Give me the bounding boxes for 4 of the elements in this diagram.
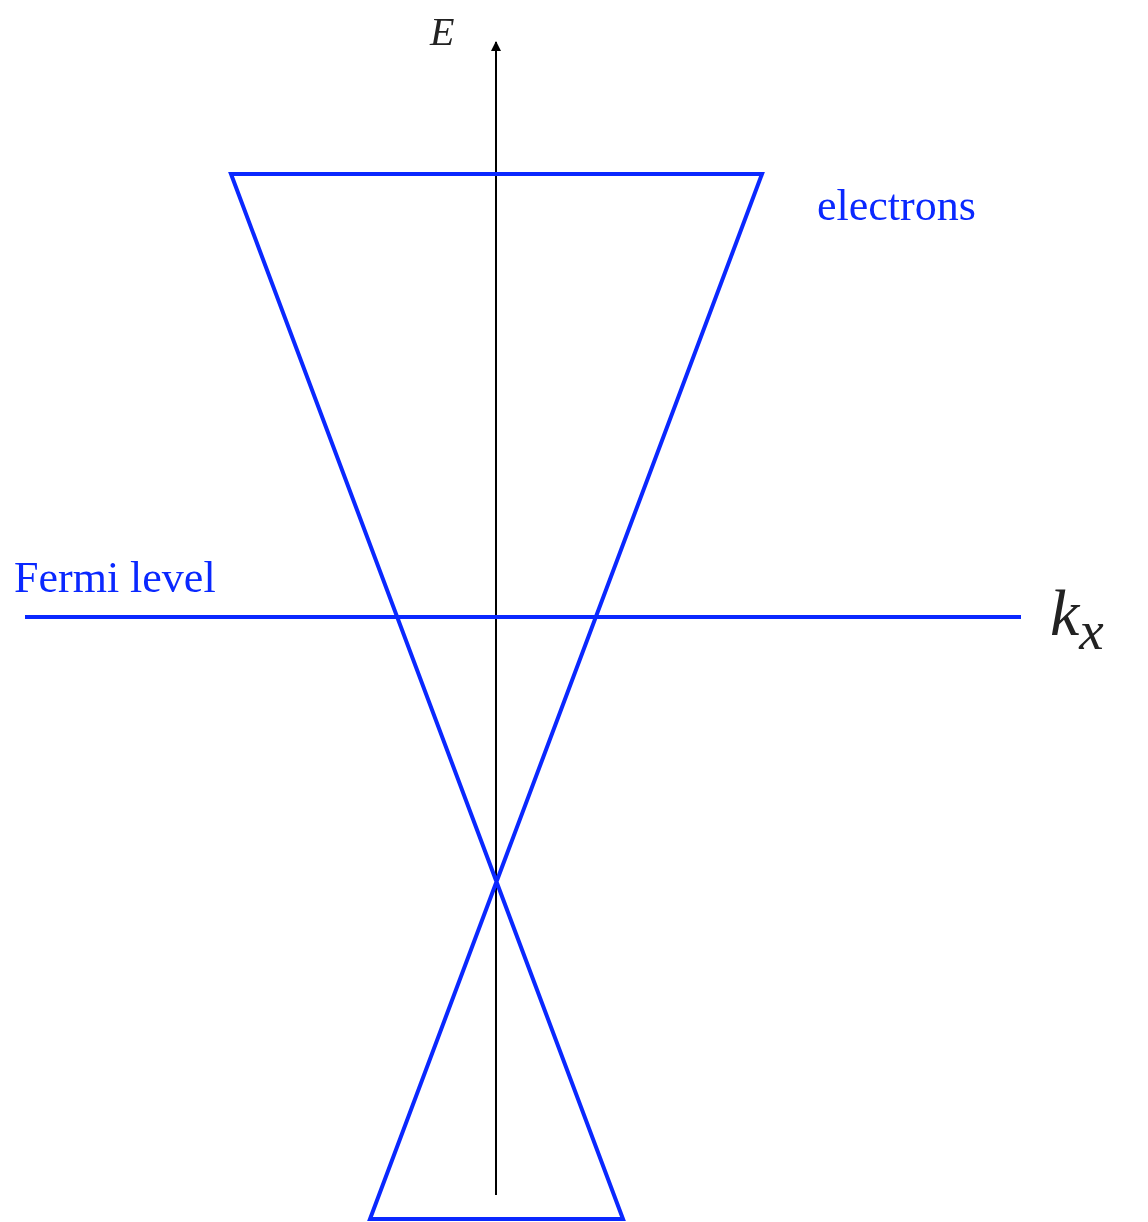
curve-label: electrons [817,184,976,228]
axis-label: E [430,12,455,52]
axis-label: k$_{x}$ [1050,580,1104,659]
line-label: Fermi level [14,556,216,600]
